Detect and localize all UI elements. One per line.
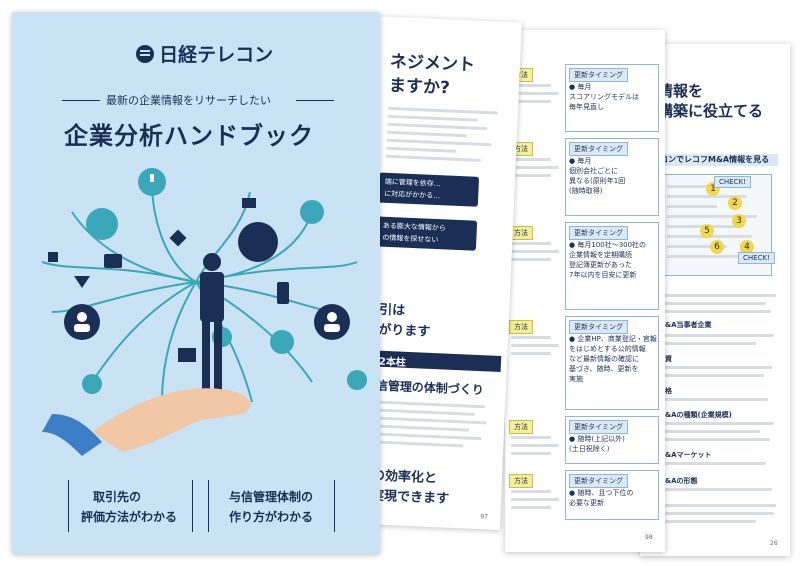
diamond-icon [169,229,187,247]
section-heading: がります [377,322,431,340]
businessman-figure [178,253,224,390]
feature-text: 取引先の [93,490,142,504]
check-label: CHECK! [714,176,751,188]
cover-title: 企業分析ハンドブック [64,122,314,150]
timing-text: 毎年見直し [569,103,604,111]
section-bar [648,154,778,166]
page-number: 97 [480,513,489,521]
page2-heading-2: ますか? [388,75,451,99]
feature-text: 与信管理体制の [229,490,314,504]
callout-box: ある膨大な情報から の情報を探せない [375,216,478,251]
chevron-down-icon [74,276,90,288]
timing-text: ● 毎月 [569,83,592,91]
timing-text: (土日祝除く) [569,445,610,453]
method-label: 方法 [509,320,533,334]
book-icon [104,254,122,268]
timing-text: 必要な更新 [569,499,604,507]
band: 2本柱 [370,350,502,372]
band-label: 2本柱 [378,356,407,369]
timing-text: 企業情報を定期購読 [569,251,632,259]
subtitle-line-left [62,100,100,101]
timing-text: ● 随時(上記以外) [569,435,625,443]
gear-icon [82,374,102,394]
timing-header: 更新タイミング [569,474,628,488]
cover-subtitle: 最新の企業情報をリサーチしたい [106,94,271,107]
feature-text: 作り方がわかる [229,510,314,524]
page4-section-title: レコンでレコフM&A情報を見る [652,155,770,164]
callout-text: の情報を探せない [382,233,439,245]
logo-mark-icon [136,44,154,63]
square-icon [48,252,58,262]
timing-text: 基づき、随時、更新を [569,365,639,373]
feature-box-left: 取引先の 評価方法がわかる [68,480,195,532]
badge-2: 2 [728,196,742,210]
section-heading: 信管理の体制づくり [375,378,485,398]
timing-header: 更新タイミング [569,68,628,82]
item-heading: 投資 [658,355,672,363]
folder-icon [242,198,256,208]
page4-heading-1: 情報を [658,82,704,100]
timing-text: ● 企業HP、商業登記・官報 [569,335,657,343]
timing-text: をはじめとする公的情報 [569,345,646,353]
phone-icon [277,282,289,304]
callout-text: ある膨大な情報から [382,221,446,233]
timing-text: ● 毎月 [569,157,592,165]
page-number: 98 [645,534,653,541]
logo-text: 日経テレコン [159,44,274,66]
cloud-icon [300,200,324,224]
feature-text: 評価方法がわかる [81,510,178,524]
item-heading: M&A当事者企業 [658,321,712,329]
timing-text: スコアリングモデルは [569,93,639,101]
section-heading: 引は [378,302,406,319]
feature-box-left-end [192,480,193,532]
hand-illustration [92,388,251,452]
subtitle-line-right [296,100,334,101]
timing-text: (随時取得) [569,187,603,195]
page-middle-right: 方法更新タイミング● 毎月スコアリングモデルは毎年見直し方法更新タイミング● 毎… [505,30,665,552]
item-heading: M&Aの種類(企業規模) [658,411,732,419]
check-label: CHECK! [738,252,775,264]
timing-text: 7年以内を目安に更新 [569,271,637,279]
callout-text: 端に管理を依存… [384,177,441,189]
timing-text: 登記簿更新があった [569,261,632,269]
section-heading: の効率化と [371,468,438,487]
item-heading: M&Aマーケット [658,451,712,459]
logo: 日経テレコン [136,40,273,66]
badge-5: 5 [700,224,714,238]
hub-icon [270,330,294,354]
item-heading: 価格 [658,387,672,395]
timing-text: など最新情報の確認に [569,355,639,363]
method-label: 方法 [509,420,533,434]
network-node-icon [238,222,278,262]
coin-icon [347,370,367,390]
timing-text: ● 随時、且つ下位の [569,489,634,497]
callout-text: に対応がかかる… [384,189,441,201]
timing-header: 更新タイミング [569,142,628,156]
globe-icon [86,208,118,240]
timing-text: ● 毎月100社～300社の [569,241,647,249]
item-heading: M&Aの形態 [658,477,698,485]
method-label: 方法 [509,474,533,488]
badge-4: 4 [740,240,754,254]
timing-header: 更新タイミング [569,420,628,434]
timing-header: 更新タイミング [569,320,628,334]
timing-text: 実施 [569,375,583,383]
section-heading: 実現できます [370,488,450,507]
page-number: 26 [770,540,778,547]
network-illustration [41,168,367,456]
feature-box-right: 与信管理体制の 作り方がわかる [208,480,335,532]
badge-3: 3 [732,214,746,228]
badge-6: 6 [710,240,724,254]
timing-text: 異なる(原則年1回 [569,177,626,185]
timing-text: 個別会社ごとに [569,167,618,175]
callout-box: 端に管理を依存… に対応がかかる… [377,172,480,207]
cover-page: 日経テレコン 最新の企業情報をリサーチしたい 企業分析ハンドブック [12,12,380,554]
timing-header: 更新タイミング [569,226,628,240]
feature-box-right-end [334,480,335,532]
page4-heading-2: 構築に役立てる [658,102,764,120]
